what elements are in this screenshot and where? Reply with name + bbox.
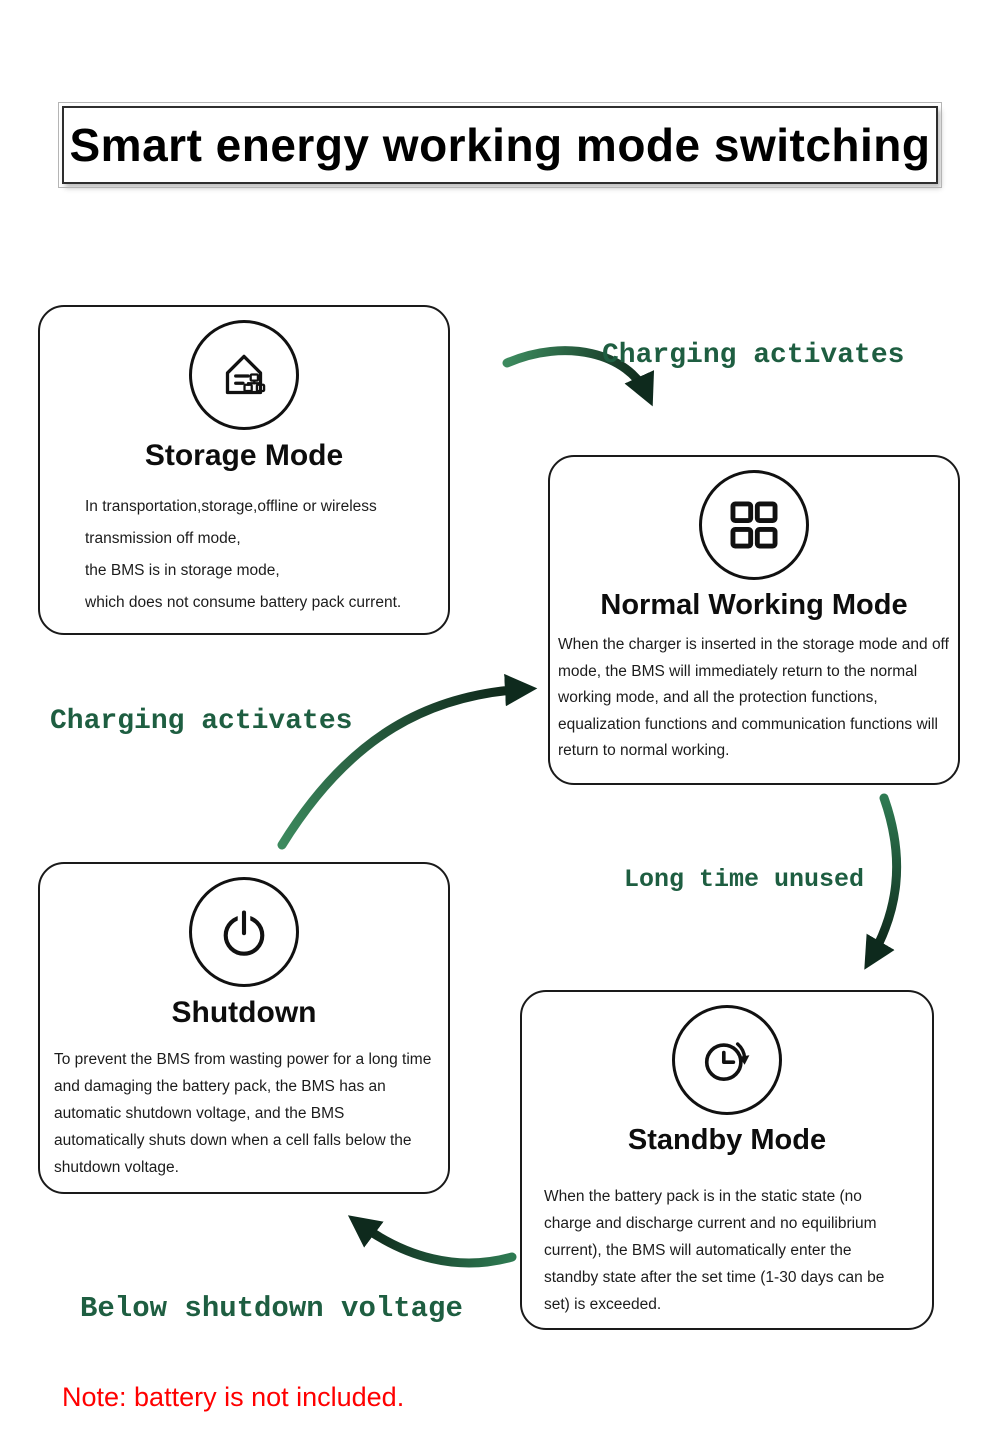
- standby-icon-circle: [672, 1005, 782, 1115]
- storage-line: which does not consume battery pack curr…: [85, 594, 402, 611]
- standby-mode-title: Standby Mode: [627, 1124, 827, 1156]
- grid-four-squares-icon: [730, 501, 778, 549]
- label-long-time-unused: Long time unused: [624, 865, 865, 894]
- title-box: Smart energy working mode switching: [58, 102, 942, 188]
- node-storage-mode: Storage Mode In transportation,storage,o…: [38, 305, 450, 635]
- node-normal-working-mode: Normal Working Mode When the charger is …: [548, 455, 960, 785]
- storage-line: the BMS is in storage mode,: [85, 562, 280, 579]
- arrow-standby-to-shutdown: [347, 1215, 517, 1268]
- smart-home-house-icon: [225, 354, 266, 395]
- storage-line: transmission off mode,: [85, 530, 241, 547]
- storage-mode-description: In transportation,storage,offline or wir…: [40, 491, 448, 619]
- node-shutdown: Shutdown To prevent the BMS from wasting…: [38, 862, 450, 1194]
- battery-note: Note: battery is not included.: [62, 1382, 405, 1412]
- label-charging-activates-top: Charging activates: [602, 340, 905, 371]
- standby-mode-description: When the battery pack is in the static s…: [544, 1188, 885, 1313]
- label-charging-activates-left: Charging activates: [50, 706, 353, 737]
- label-below-shutdown-voltage: Below shutdown voltage: [80, 1292, 463, 1325]
- normal-icon-circle: [699, 470, 809, 580]
- arrow-normal-to-standby: [864, 793, 902, 970]
- shutdown-title: Shutdown: [171, 996, 317, 1029]
- shutdown-description: To prevent the BMS from wasting power fo…: [54, 1051, 432, 1176]
- node-standby-mode: Standby Mode When the battery pack is in…: [520, 990, 934, 1330]
- normal-working-mode-title: Normal Working Mode: [600, 589, 908, 621]
- storage-mode-title: Storage Mode: [144, 439, 344, 472]
- storage-icon-circle: [189, 320, 299, 430]
- clock-standby-icon: [704, 1042, 750, 1082]
- page-title: Smart energy working mode switching: [69, 119, 931, 171]
- shutdown-icon-circle: [189, 877, 299, 987]
- power-icon: [223, 910, 265, 956]
- storage-line: In transportation,storage,offline or wir…: [85, 498, 377, 515]
- normal-working-mode-description: When the charger is inserted in the stor…: [558, 636, 949, 759]
